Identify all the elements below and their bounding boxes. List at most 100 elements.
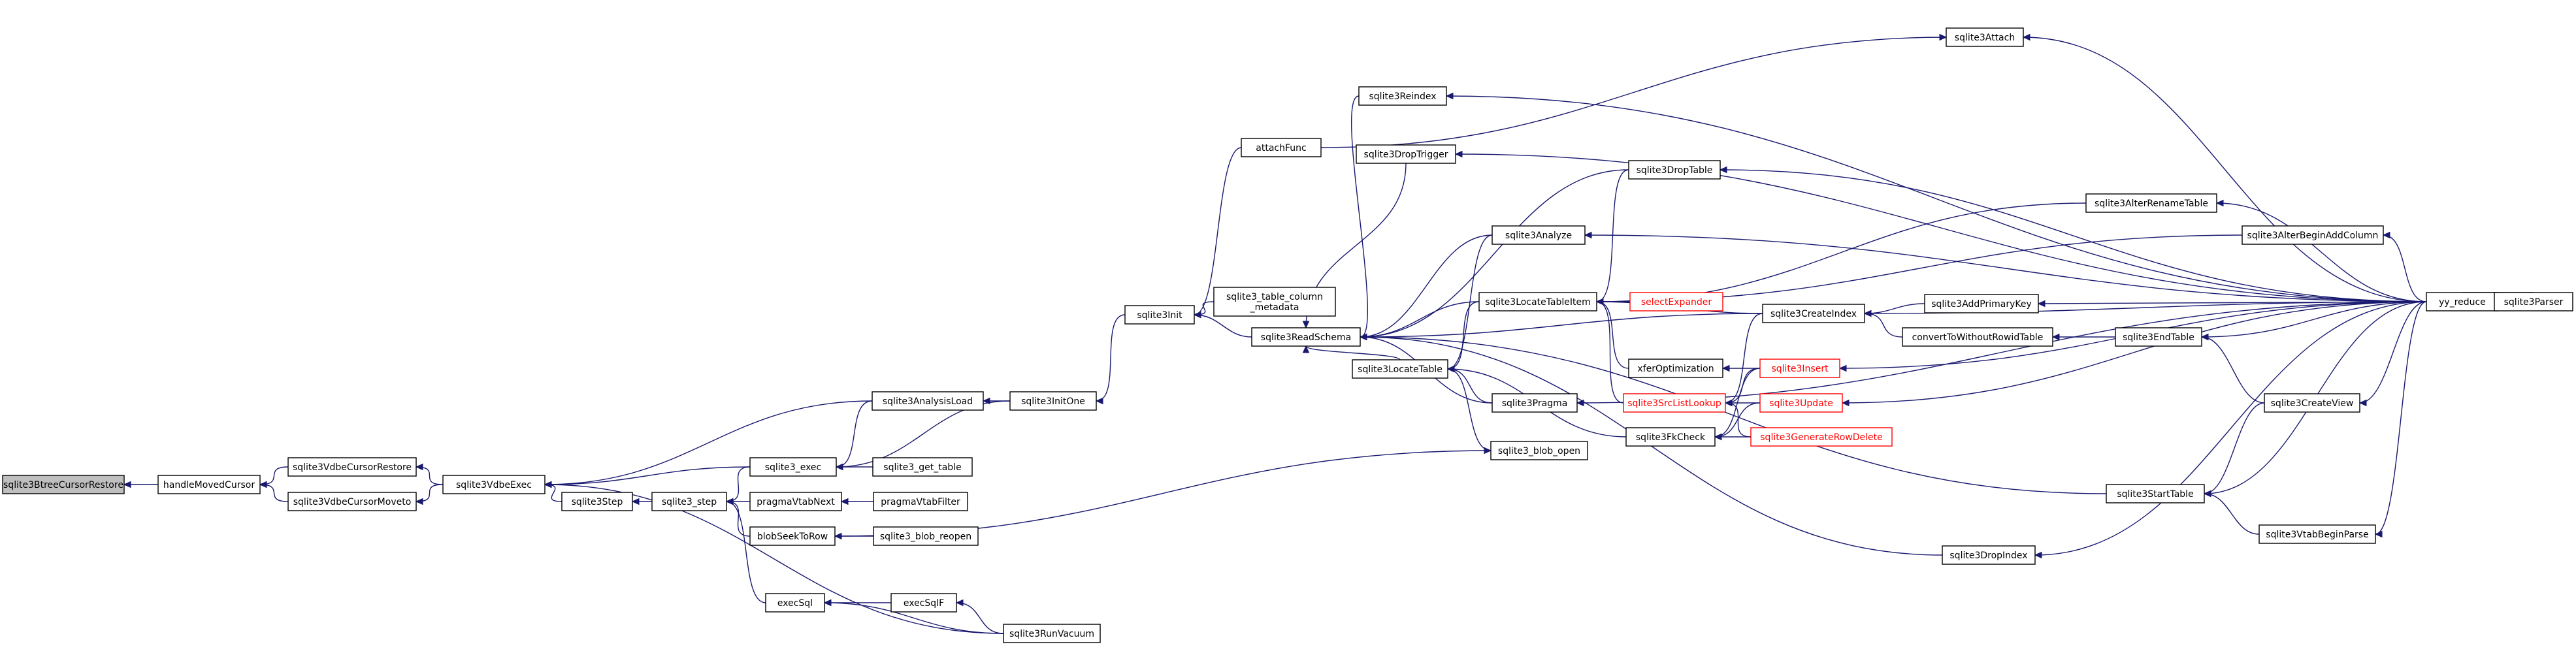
node-pvnext[interactable]: pragmaVtabNext [749,492,842,511]
node-convrowid[interactable]: convertToWithoutRowidTable [1902,327,2053,347]
node-pvfilter[interactable]: pragmaVtabFilter [873,492,968,511]
node-label-blobreopen: sqlite3_blob_reopen [880,532,971,542]
node-attachfunc[interactable]: attachFunc [1241,138,1322,157]
node-label-yyreduce: yy_reduce [2439,297,2486,308]
node-dropindex[interactable]: sqlite3DropIndex [1942,545,2036,565]
node-blobopen[interactable]: sqlite3_blob_open [1490,441,1588,460]
node-addpk[interactable]: sqlite3AddPrimaryKey [1924,294,2039,313]
node-droptable[interactable]: sqlite3DropTable [1628,160,1721,180]
node-label-blobopen: sqlite3_blob_open [1498,446,1580,456]
node-locatetable[interactable]: sqlite3LocateTable [1352,359,1448,379]
edge-yyreduce-to-analyze [1584,234,2427,302]
edge-yyreduce-to-dropindex [2034,301,2427,556]
edge-arrowhead-execsql-to-s3step [725,498,734,505]
node-reindex[interactable]: sqlite3Reindex [1358,86,1447,106]
node-genrowdelete[interactable]: sqlite3GenerateRowDelete [1750,427,1893,447]
node-box-insert [1759,359,1840,378]
node-parser[interactable]: sqlite3Parser [2494,292,2573,311]
node-starttable[interactable]: sqlite3StartTable [2106,484,2205,503]
node-droptrigger[interactable]: sqlite3DropTrigger [1356,144,1456,164]
node-box-update [1759,393,1843,413]
edge-arrowhead-attachfunc-to-attach [1939,33,1948,41]
node-pragma[interactable]: sqlite3Pragma [1492,393,1578,413]
node-box-handle [157,475,261,494]
node-label-step: sqlite3Step [572,497,623,507]
node-createindex[interactable]: sqlite3CreateIndex [1762,304,1865,323]
edge-arrowhead-runvacuum-to-execsql [823,599,832,607]
node-vcm[interactable]: sqlite3VdbeCursorMoveto [287,492,417,511]
edge-init-to-initone [1096,314,1126,402]
node-restore[interactable]: sqlite3BtreeCursorRestore [2,475,125,494]
node-attach[interactable]: sqlite3Attach [1946,27,2024,47]
node-endtable[interactable]: sqlite3EndTable [2115,327,2202,347]
node-box-init [1124,305,1195,325]
node-readschema[interactable]: sqlite3ReadSchema [1251,327,1361,347]
node-renametable[interactable]: sqlite3AlterRenameTable [2085,193,2217,213]
node-vtabbegin[interactable]: sqlite3VtabBeginParse [2258,524,2376,544]
node-label-handle: handleMovedCursor [163,480,255,490]
node-label-vcm: sqlite3VdbeCursorMoveto [293,497,412,507]
edge-runvacuum-to-execsql [824,602,1004,634]
node-box-droptrigger [1356,144,1456,164]
node-gettable[interactable]: sqlite3_get_table [872,457,973,477]
node-label-pragma: sqlite3Pragma [1502,398,1568,409]
node-box-locatetable [1352,359,1448,379]
node-box-analyze [1492,225,1586,245]
node-locatetableitem[interactable]: sqlite3LocateTableItem [1478,292,1597,311]
node-srclistlookup[interactable]: sqlite3SrcListLookup [1623,393,1726,413]
node-box-pvnext [749,492,842,511]
edge-arrowhead-yyreduce-to-createindex [1863,310,1872,317]
node-label-srclistlookup: sqlite3SrcListLookup [1627,398,1721,409]
node-s3exec[interactable]: sqlite3_exec [749,457,837,477]
node-label-droptable: sqlite3DropTable [1637,165,1713,176]
node-yyreduce[interactable]: yy_reduce [2426,292,2499,311]
node-execsql[interactable]: execSql [765,593,825,613]
node-insert[interactable]: sqlite3Insert [1759,359,1840,378]
node-step[interactable]: sqlite3Step [561,492,633,511]
edge-arrowhead-handle-to-restore [123,481,131,488]
node-box-createview [2264,393,2360,413]
node-vcr[interactable]: sqlite3VdbeCursorRestore [287,457,417,477]
edge-arrowhead-genrowdelete-to-fkcheck [1714,433,1722,441]
node-label-vcr: sqlite3VdbeCursorRestore [293,462,412,473]
edge-blobopen-to-locatetable [1447,368,1492,451]
edge-arrowhead-createindex-to-srclistlookup [1724,399,1733,407]
node-analysisload[interactable]: sqlite3AnalysisLoad [872,391,984,411]
node-xferopt[interactable]: xferOptimization [1628,359,1723,378]
node-blobreopen[interactable]: sqlite3_blob_reopen [873,526,979,546]
edge-arrowhead-yyreduce-to-addpk [2037,300,2046,308]
node-update[interactable]: sqlite3Update [1759,393,1843,413]
edge-srclistlookup-to-locatetableitem [1596,301,1624,404]
edge-yyreduce-to-reindex [1446,95,2427,302]
edge-reindex-to-readschema [1351,95,1368,338]
node-label-parser: sqlite3Parser [2504,297,2564,308]
node-vexec[interactable]: sqlite3VdbeExec [442,475,546,494]
node-fkcheck[interactable]: sqlite3FkCheck [1625,427,1716,447]
node-box-initone [1009,391,1097,411]
node-selectexpander[interactable]: selectExpander [1629,292,1723,311]
edge-analysisload-to-s3exec [836,400,873,468]
node-initone[interactable]: sqlite3InitOne [1009,391,1097,411]
node-box-gettable [872,457,973,477]
node-handle[interactable]: handleMovedCursor [157,475,261,494]
node-label-convrowid: convertToWithoutRowidTable [1912,332,2044,343]
node-label-init: sqlite3Init [1137,310,1182,321]
edge-arrowhead-vcm-to-handle [259,481,267,488]
node-createview[interactable]: sqlite3CreateView [2264,393,2360,413]
node-init[interactable]: sqlite3Init [1124,305,1195,325]
node-box-vexec [442,475,546,494]
edge-arrowhead-locatetable-to-readschema [1302,345,1310,353]
node-label-renametable: sqlite3AlterRenameTable [2095,199,2208,209]
node-s3step[interactable]: sqlite3_step [651,492,727,511]
node-box-srclistlookup [1623,393,1726,413]
node-blobseek[interactable]: blobSeekToRow [749,526,836,546]
node-addcol[interactable]: sqlite3AlterBeginAddColumn [2242,225,2384,245]
edge-createview-to-starttable [2204,402,2265,494]
node-label-attachfunc: attachFunc [1256,143,1306,153]
node-execsqlf[interactable]: execSqlF [890,593,957,613]
node-analyze[interactable]: sqlite3Analyze [1492,225,1586,245]
node-runvacuum[interactable]: sqlite3RunVacuum [1003,624,1101,643]
node-label-initone: sqlite3InitOne [1021,396,1085,407]
node-tcm[interactable]: sqlite3_table_column_metadata [1213,287,1336,317]
node-box-fkcheck [1625,427,1716,447]
